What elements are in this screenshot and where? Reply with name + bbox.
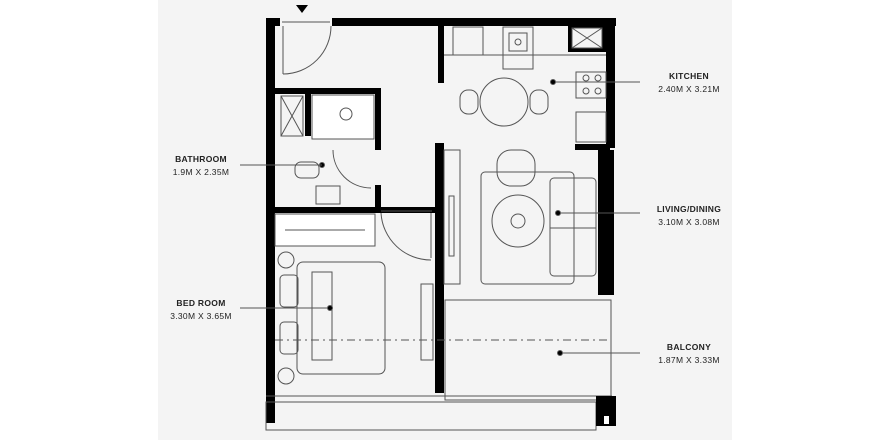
room-label-balcony: BALCONY 1.87M X 3.33M	[648, 341, 730, 367]
room-name: BATHROOM	[175, 154, 227, 164]
room-dimensions: 3.30M X 3.65M	[170, 311, 232, 321]
room-dimensions: 2.40M X 3.21M	[658, 84, 720, 94]
room-label-kitchen: KITCHEN 2.40M X 3.21M	[648, 70, 730, 96]
room-dimensions: 1.87M X 3.33M	[658, 355, 720, 365]
room-dimensions: 1.9M X 2.35M	[172, 167, 230, 177]
room-name: BALCONY	[666, 342, 712, 352]
room-label-bedroom: BED ROOM 3.30M X 3.65M	[160, 297, 242, 323]
room-label-bathroom: BATHROOM 1.9M X 2.35M	[160, 153, 242, 179]
room-name: LIVING/DINING	[656, 204, 722, 214]
room-dimensions: 3.10M X 3.08M	[658, 217, 720, 227]
room-name: KITCHEN	[669, 71, 709, 81]
entrance-marker-icon	[296, 5, 308, 13]
room-name: BED ROOM	[176, 298, 226, 308]
room-label-living-dining: LIVING/DINING 3.10M X 3.08M	[648, 203, 730, 229]
